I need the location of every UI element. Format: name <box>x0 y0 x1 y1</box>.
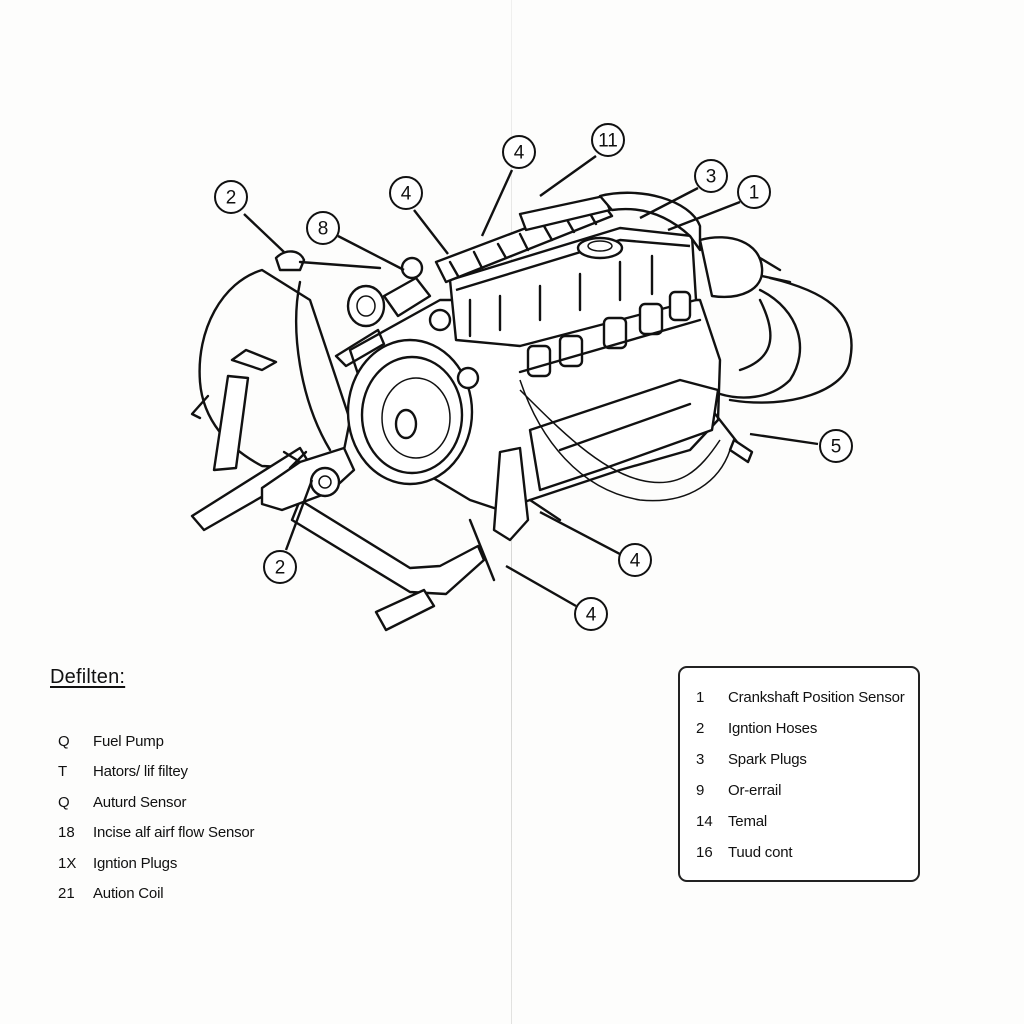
legend-left-code: 18 <box>58 824 75 842</box>
legend-box: 1 Crankshaft Position Sensor 2 Igntion H… <box>678 666 920 882</box>
legend-left-code: Q <box>58 732 70 750</box>
legend-box-label: Tuud cont <box>728 844 793 861</box>
legend-left-item: 21 Aution Coil <box>58 879 478 910</box>
legend-box-code: 16 <box>696 844 713 861</box>
callout-1-label: 1 <box>749 183 760 204</box>
legend-left-label: Aution Coil <box>93 885 164 903</box>
callout-4-left-label: 4 <box>401 184 412 205</box>
callout-4-left: 4 <box>389 176 423 210</box>
legend-left-label: Incise alf airf flow Sensor <box>93 824 255 842</box>
legend-box-code: 14 <box>696 813 713 830</box>
callout-2-bottom: 2 <box>263 550 297 584</box>
callout-2-top: 2 <box>214 180 248 214</box>
legend-left-item: Q Fuel Pump <box>58 726 478 757</box>
legend-left-list: Q Fuel Pump T Hators/ lif filtey Q Autur… <box>58 726 478 909</box>
callout-2-top-label: 2 <box>226 188 237 209</box>
callout-5: 5 <box>819 429 853 463</box>
legend-left-item: 1X Igntion Plugs <box>58 848 478 879</box>
legend-box-label: Or-errail <box>728 782 782 799</box>
callout-4-top-label: 4 <box>514 143 525 164</box>
callout-4-bottom: 4 <box>574 597 608 631</box>
callout-2-bottom-label: 2 <box>275 558 286 579</box>
callout-4-top: 4 <box>502 135 536 169</box>
legend-left-code: 21 <box>58 885 75 903</box>
legend-box-code: 9 <box>696 782 705 799</box>
legend-box-code: 1 <box>696 689 705 706</box>
callout-3: 3 <box>694 159 728 193</box>
callout-8-label: 8 <box>318 219 329 240</box>
leader-lines <box>243 155 819 608</box>
legend-left-label: Auturd Sensor <box>93 793 187 811</box>
callout-4-bottom-label: 4 <box>586 605 597 626</box>
legend-left-code: T <box>58 763 68 781</box>
legend-box-label: Temal <box>728 813 768 830</box>
callout-3-label: 3 <box>706 167 717 188</box>
legend-left-code: 1X <box>58 854 77 872</box>
callout-11: 11 <box>591 123 625 157</box>
legend-left-item: T Hators/ lif filtey <box>58 757 478 788</box>
callout-11-label: 11 <box>598 131 618 152</box>
legend-left-item: 18 Incise alf airf flow Sensor <box>58 818 478 849</box>
callout-4-mid-label: 4 <box>630 551 641 572</box>
legend-box-item: 3 Spark Plugs <box>696 744 918 775</box>
legend-box-item: 16 Tuud cont <box>696 837 918 868</box>
legend-left-label: Hators/ lif filtey <box>93 763 188 781</box>
legend-box-label: Crankshaft Position Sensor <box>728 689 905 706</box>
legend-left-code: Q <box>58 793 70 811</box>
callout-5-label: 5 <box>831 437 842 458</box>
legend-box-code: 3 <box>696 751 705 768</box>
legend-box-item: 14 Temal <box>696 806 918 837</box>
legend-left-label: Fuel Pump <box>93 732 164 750</box>
legend-box-label: Spark Plugs <box>728 751 807 768</box>
legend-box-item: 9 Or-errail <box>696 775 918 806</box>
legend-box-item: 2 Igntion Hoses <box>696 713 918 744</box>
engine-drawing <box>190 191 853 632</box>
legend-left-item: Q Auturd Sensor <box>58 787 478 818</box>
legend-box-label: Igntion Hoses <box>728 720 818 737</box>
legend-title: Defilten: <box>50 666 126 688</box>
callout-1: 1 <box>737 175 771 209</box>
legend-box-item: 1 Crankshaft Position Sensor <box>696 682 918 713</box>
callout-4-mid: 4 <box>618 543 652 577</box>
legend-box-code: 2 <box>696 720 705 737</box>
engine-diagram: 2 8 4 4 11 3 1 5 4 4 2 <box>190 123 853 632</box>
callout-8: 8 <box>306 211 340 245</box>
legend-left-label: Igntion Plugs <box>93 854 178 872</box>
